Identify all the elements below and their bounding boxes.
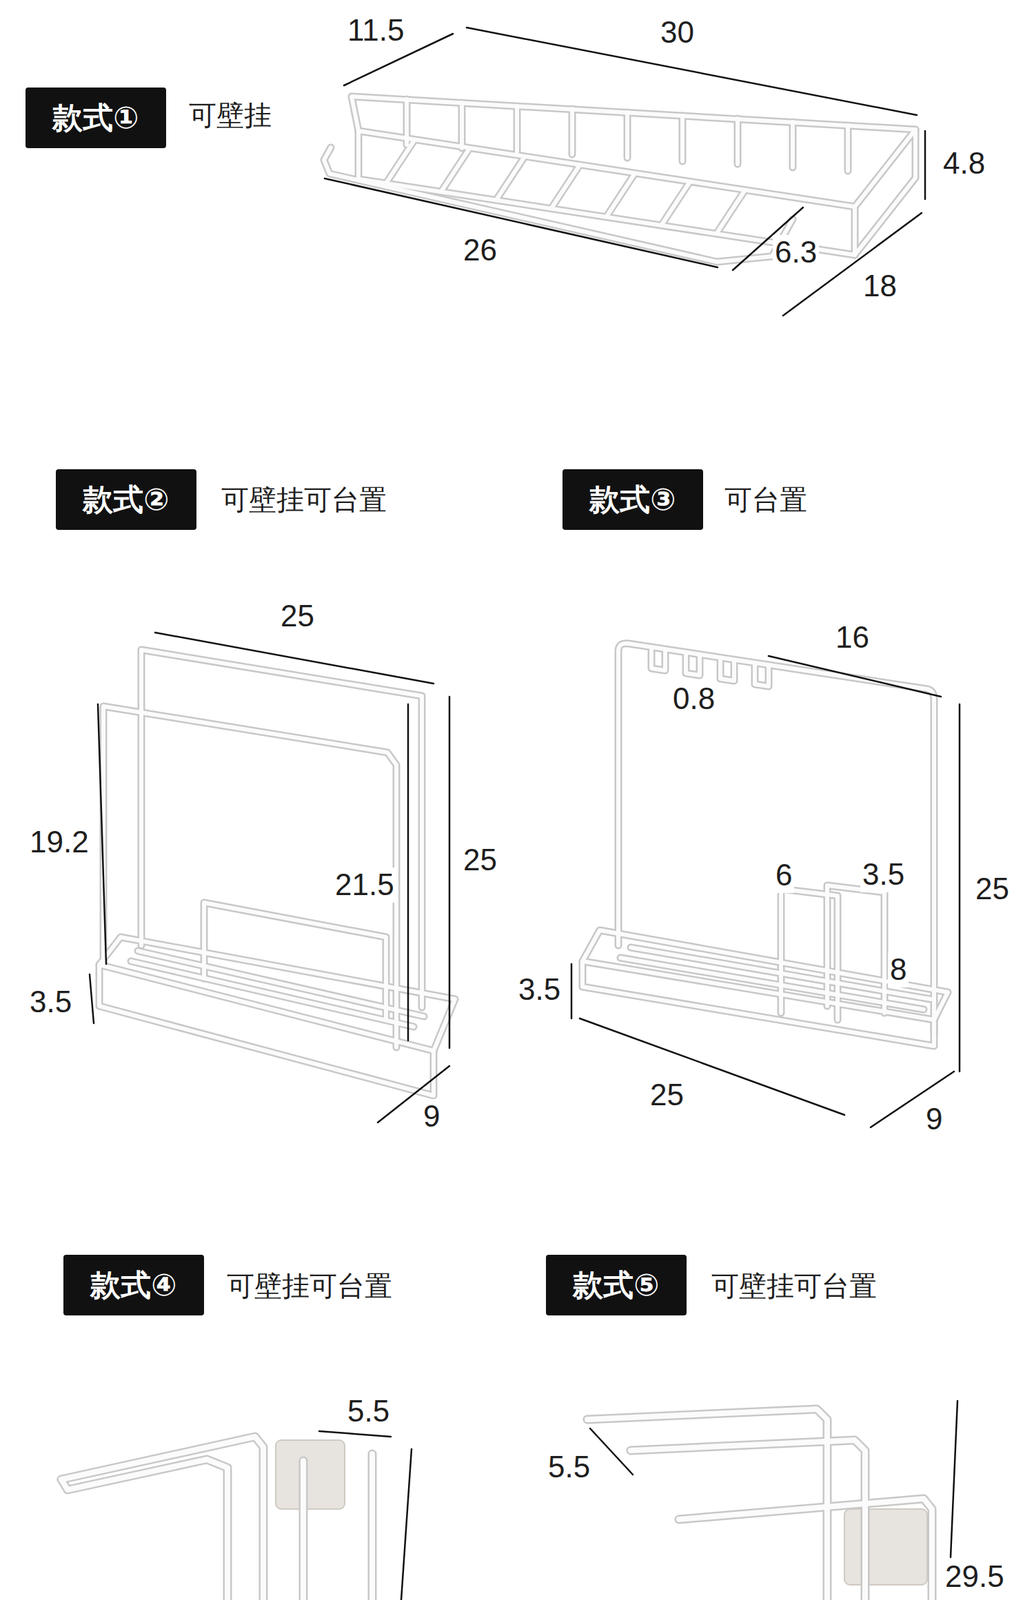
- dimension: 25: [647, 1078, 686, 1114]
- dimension: 18: [860, 268, 899, 304]
- dimension: 30: [658, 15, 697, 51]
- dimension: 0.8: [670, 681, 717, 717]
- dimension: 5.5: [545, 1450, 593, 1486]
- style-name: 款式②: [82, 479, 169, 521]
- style-tag: 款式③: [562, 469, 704, 531]
- dimension: 25: [278, 599, 317, 635]
- style-name: 款式①: [52, 97, 139, 139]
- style-name: 款式③: [589, 479, 676, 521]
- mount-note: 可壁挂: [186, 99, 274, 131]
- style-name: 款式⑤: [572, 1265, 660, 1307]
- mount-note: 可壁挂可台置: [219, 483, 389, 516]
- dimension: 25: [461, 843, 500, 879]
- dimension: 5.5: [345, 1394, 392, 1430]
- dimension: 11.5: [345, 13, 407, 49]
- mount-note: 可壁挂可台置: [709, 1270, 879, 1303]
- dimension: 6: [773, 858, 795, 894]
- style-tag: 款式①: [25, 87, 167, 149]
- dimension: 29.5: [943, 1559, 1007, 1596]
- dimension: 9: [421, 1099, 442, 1135]
- style-tag: 款式④: [63, 1255, 205, 1316]
- dimension: 3.5: [516, 972, 563, 1008]
- dimension: 21.5: [332, 867, 397, 904]
- dimension: 4.8: [940, 146, 988, 182]
- style-tag: 款式⑤: [545, 1255, 687, 1316]
- style-name: 款式④: [90, 1265, 177, 1307]
- dimension: 9: [923, 1102, 945, 1138]
- dimension: 16: [833, 620, 872, 656]
- dimension: 3.5: [27, 985, 74, 1021]
- dimension: 8: [887, 952, 909, 988]
- style-tag: 款式②: [55, 469, 197, 531]
- dimension: 26: [461, 232, 500, 269]
- dimension: 25: [973, 872, 1012, 908]
- dimension: 6.3: [772, 235, 819, 271]
- dimension: 19.2: [27, 825, 91, 861]
- mount-note: 可台置: [722, 483, 810, 516]
- mount-note: 可壁挂可台置: [224, 1270, 395, 1303]
- dimension: 3.5: [860, 857, 907, 893]
